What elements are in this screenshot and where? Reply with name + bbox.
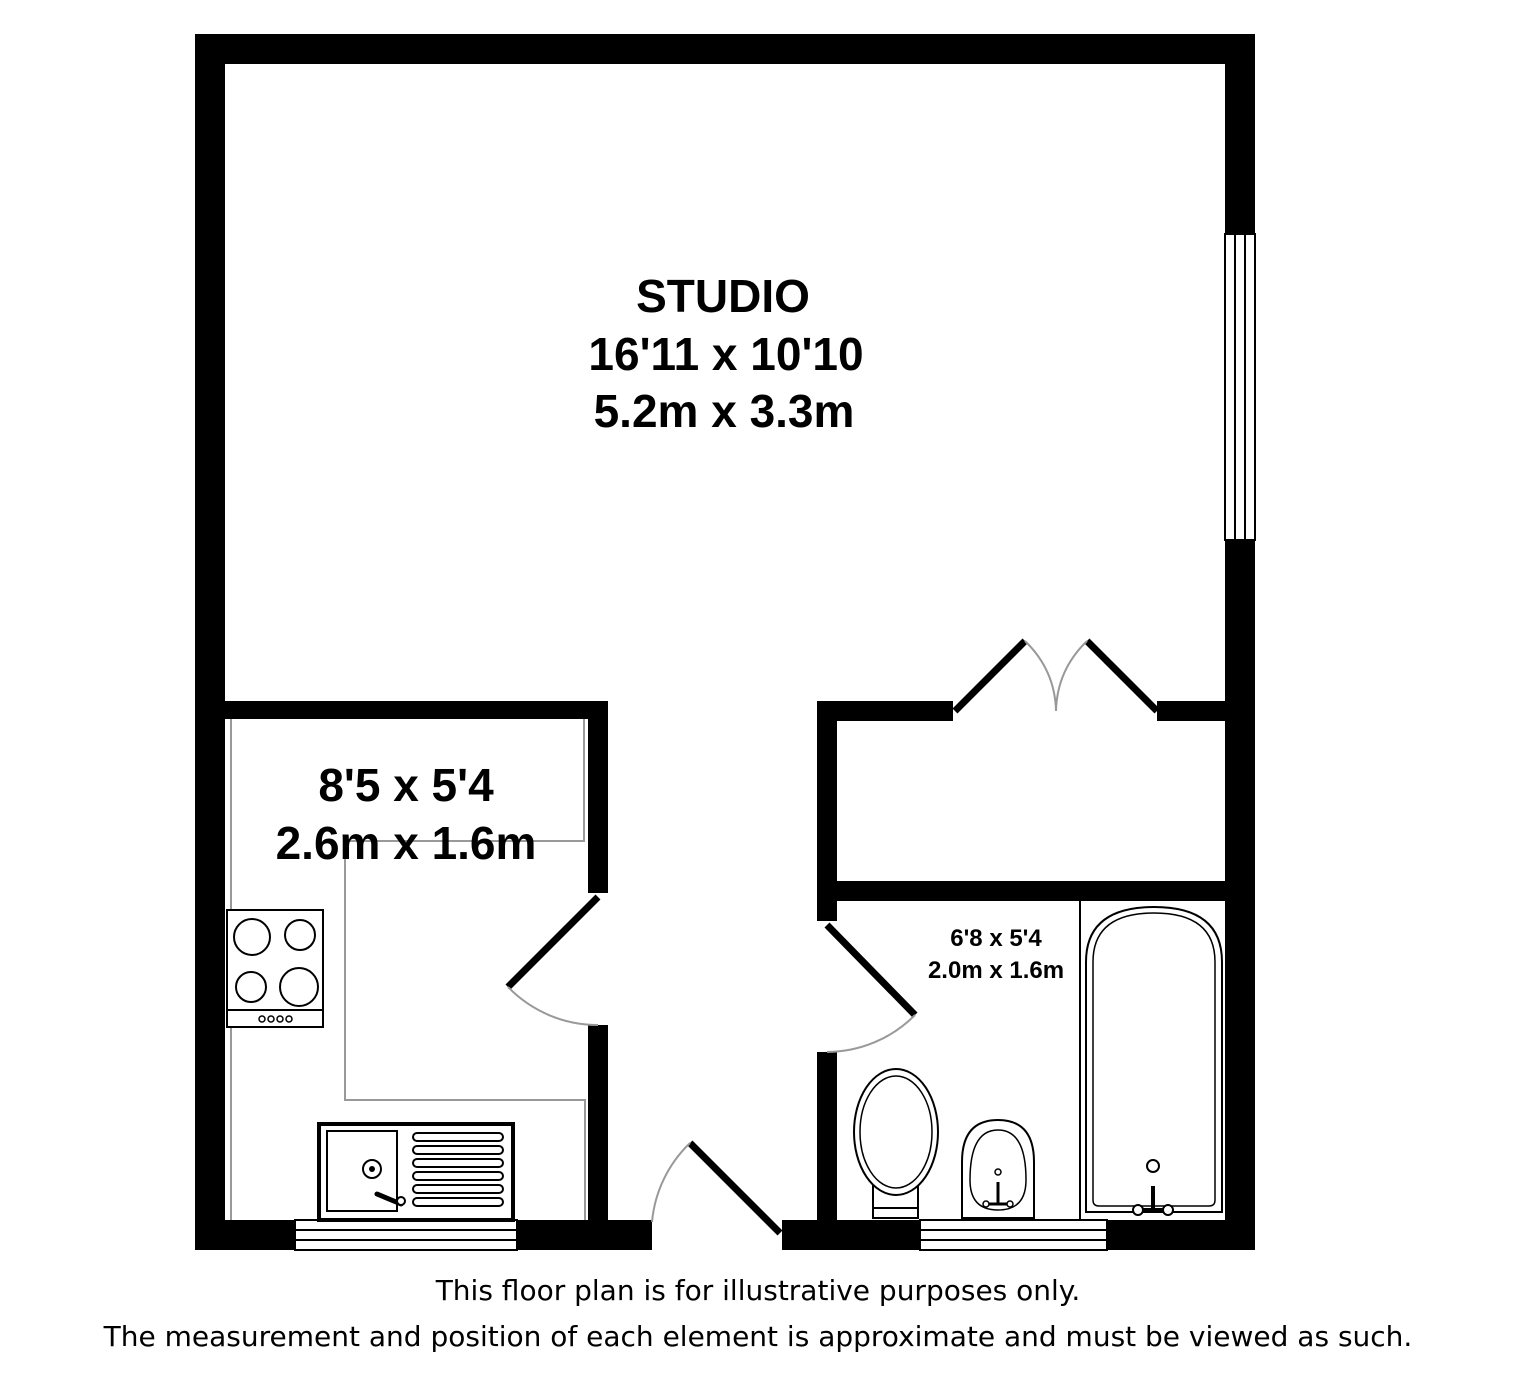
sink-icon [317,1122,515,1222]
studio-label: STUDIO 16'11 x 10'10 5.2m x 3.3m [588,270,863,437]
kitchen-imperial-size: 8'5 x 5'4 [318,759,494,811]
disclaimer-line-1: This floor plan is for illustrative purp… [435,1274,1081,1307]
studio-name: STUDIO [636,270,810,322]
interior-walls [225,701,1227,1225]
bath-icon [1079,901,1223,1220]
outer-walls [195,34,1255,1250]
kitchen-label: 8'5 x 5'4 2.6m x 1.6m [276,759,537,869]
kitchen-metric-size: 2.6m x 1.6m [276,817,537,869]
disclaimer-line-2: The measurement and position of each ele… [103,1320,1413,1353]
window-bathroom [919,1219,1108,1251]
bathroom-door [824,922,918,1053]
bathroom-metric-size: 2.0m x 1.6m [928,957,1064,984]
window-right [1224,233,1256,541]
washbasin-icon [961,1118,1035,1219]
toilet-icon [853,1068,939,1219]
entrance-door [651,1140,783,1236]
studio-imperial-size: 16'11 x 10'10 [588,328,863,380]
cupboard-double-doors [952,638,1160,714]
window-kitchen [294,1219,518,1251]
bathroom-imperial-size: 6'8 x 5'4 [950,925,1042,952]
studio-metric-size: 5.2m x 3.3m [594,385,855,437]
hob-icon [226,909,324,1028]
kitchen-door [505,894,601,1027]
bathroom-label: 6'8 x 5'4 2.0m x 1.6m [928,925,1064,984]
